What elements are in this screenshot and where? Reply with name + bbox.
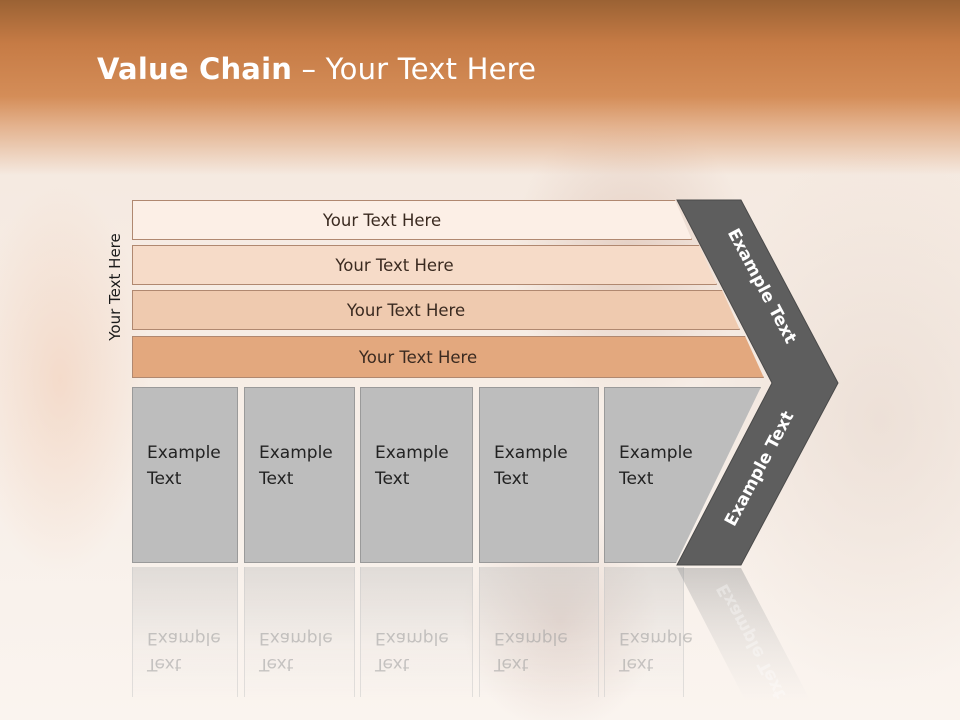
support-box-1: Example Text — [132, 387, 238, 563]
value-bar-label: Your Text Here — [346, 300, 466, 320]
box-line-1: Example — [619, 443, 693, 463]
box-line-1: Example — [259, 443, 333, 463]
value-bar-2: Your Text Here — [132, 245, 717, 285]
box-line-2: Text — [494, 469, 529, 489]
value-bar-1: Your Text Here — [132, 200, 692, 240]
box-line-1: Example — [375, 443, 449, 463]
box-line-2: Text — [259, 469, 294, 489]
value-bar-label: Your Text Here — [358, 347, 478, 367]
title-bold: Value Chain — [97, 52, 293, 86]
title-band — [0, 0, 960, 175]
support-box-2: Example Text — [244, 387, 355, 563]
box-line-2: Text — [619, 469, 654, 489]
value-bar-label: Your Text Here — [322, 210, 442, 230]
title-rest: – Your Text Here — [292, 52, 537, 86]
box-line-2: Text — [375, 469, 410, 489]
box-line-2: Text — [147, 469, 182, 489]
value-bar-label: Your Text Here — [335, 255, 454, 275]
support-box-4: Example Text — [479, 387, 599, 563]
support-box-3: Example Text — [360, 387, 473, 563]
slide-title: Value Chain – Your Text Here — [97, 52, 536, 86]
box-line-1: Example — [494, 443, 568, 463]
chevron-reflection — [677, 568, 810, 700]
value-bar-3: Your Text Here — [132, 290, 740, 330]
chevron-shape — [676, 199, 839, 566]
value-bar-4: Your Text Here — [132, 336, 764, 378]
box-line-1: Example — [147, 443, 221, 463]
